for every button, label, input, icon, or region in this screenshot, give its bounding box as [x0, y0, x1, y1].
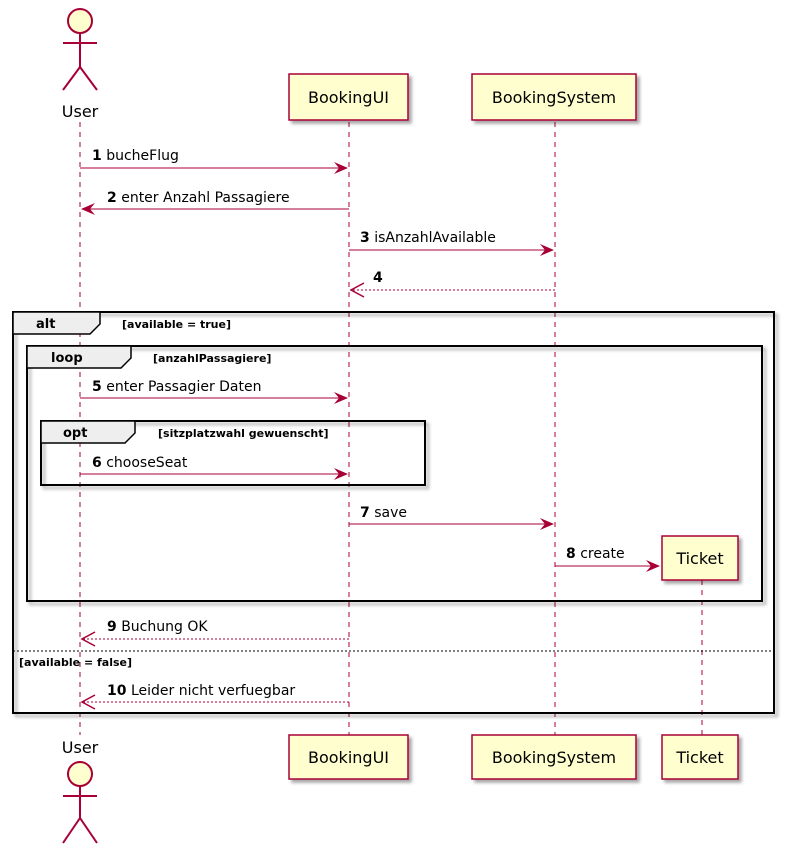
actor-user-label: User	[62, 738, 99, 757]
arrowhead-icon	[540, 518, 554, 530]
svg-text:4: 4	[373, 270, 383, 286]
svg-text:7 save: 7 save	[360, 505, 407, 521]
participant-bookingsystem-bottom: BookingSystem	[471, 734, 637, 780]
participant-bookingui-top: BookingUI	[288, 73, 409, 121]
message-label: Leider nicht verfuegbar	[131, 683, 295, 699]
svg-text:5 enter Passagier Daten: 5 enter Passagier Daten	[92, 379, 262, 395]
message-8: 8 create	[555, 546, 660, 572]
message-label: enter Passagier Daten	[106, 379, 261, 395]
alt-keyword: alt	[36, 317, 55, 332]
arrowhead-icon	[81, 203, 95, 215]
svg-text:2 enter Anzahl Passagiere: 2 enter Anzahl Passagiere	[107, 190, 290, 206]
message-9: 9 Buchung OK	[80, 619, 349, 647]
svg-text:1 bucheFlug: 1 bucheFlug	[92, 148, 179, 164]
participant-bookingui-bottom: BookingUI	[288, 734, 409, 780]
message-label: chooseSeat	[106, 455, 188, 471]
participant-label: Ticket	[675, 549, 723, 568]
message-number: 3	[360, 230, 370, 246]
actor-user-top: User	[62, 8, 99, 121]
participant-ticket-bottom: Ticket	[661, 734, 739, 780]
message-label: isAnzahlAvailable	[374, 230, 496, 246]
actor-user-label: User	[62, 102, 99, 121]
message-1: 1 bucheFlug	[80, 148, 348, 174]
message-2: 2 enter Anzahl Passagiere	[81, 190, 349, 215]
message-number: 9	[107, 619, 117, 635]
opt-guard: [sitzplatzwahl gewuenscht]	[158, 427, 329, 440]
message-label: Buchung OK	[121, 619, 208, 635]
arrowhead-icon	[80, 694, 96, 710]
participant-ticket-created: Ticket	[661, 535, 739, 581]
loop-keyword: loop	[51, 351, 83, 366]
message-number: 7	[360, 505, 370, 521]
svg-text:3 isAnzahlAvailable: 3 isAnzahlAvailable	[360, 230, 496, 246]
opt-keyword: opt	[63, 426, 87, 441]
actor-icon	[62, 8, 98, 91]
message-number: 2	[107, 190, 117, 206]
svg-text:10 Leider nicht verfuegbar: 10 Leider nicht verfuegbar	[107, 683, 295, 699]
arrowhead-icon	[80, 631, 96, 647]
participant-label: BookingSystem	[492, 748, 616, 767]
arrowhead-icon	[334, 162, 348, 174]
loop-guard: [anzahlPassagiere]	[153, 352, 271, 365]
message-number: 8	[566, 546, 576, 562]
participant-label: BookingUI	[308, 748, 389, 767]
alt-guard: [available = true]	[122, 318, 231, 331]
message-3: 3 isAnzahlAvailable	[349, 230, 554, 256]
message-6: 6 chooseSeat	[80, 455, 348, 480]
message-label: create	[580, 546, 624, 562]
message-number: 10	[107, 683, 127, 699]
message-label: enter Anzahl Passagiere	[121, 190, 289, 206]
arrowhead-icon	[334, 392, 348, 404]
loop-fragment: loop [anzahlPassagiere]	[26, 345, 763, 602]
message-label: bucheFlug	[106, 148, 179, 164]
arrowhead-icon	[349, 282, 365, 298]
alt-fragment: alt [available = true] [available = fals…	[12, 311, 775, 714]
actor-user-bottom: User	[62, 738, 99, 844]
message-5: 5 enter Passagier Daten	[80, 379, 348, 404]
participant-label: Ticket	[675, 748, 723, 767]
arrowhead-icon	[334, 468, 348, 480]
message-7: 7 save	[349, 505, 554, 530]
arrowhead-icon	[646, 560, 660, 572]
message-4: 4	[349, 270, 555, 298]
svg-text:6 chooseSeat: 6 chooseSeat	[92, 455, 188, 471]
message-number: 6	[92, 455, 102, 471]
message-label: save	[374, 505, 407, 521]
alt-else-guard: [available = false]	[19, 656, 132, 669]
svg-text:9 Buchung OK: 9 Buchung OK	[107, 619, 208, 635]
actor-icon	[62, 761, 98, 844]
svg-text:8 create: 8 create	[566, 546, 625, 562]
opt-fragment: opt [sitzplatzwahl gewuenscht]	[40, 420, 426, 486]
arrowhead-icon	[540, 244, 554, 256]
participant-label: BookingUI	[308, 88, 389, 107]
message-number: 5	[92, 379, 102, 395]
message-10: 10 Leider nicht verfuegbar	[80, 683, 349, 710]
message-number: 4	[373, 270, 383, 286]
participant-bookingsystem-top: BookingSystem	[471, 73, 637, 121]
participant-label: BookingSystem	[492, 88, 616, 107]
message-number: 1	[92, 148, 102, 164]
